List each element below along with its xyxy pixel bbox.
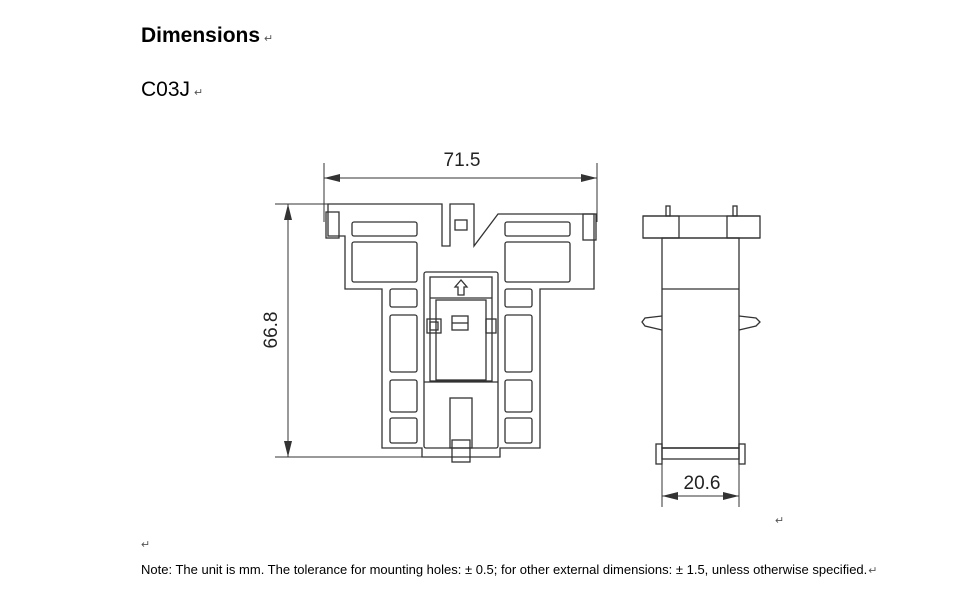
arrowhead-icon — [662, 492, 678, 500]
upper-window-left — [351, 241, 418, 283]
width-dimension: 71.5 — [444, 150, 481, 171]
paragraph-mark-icon: ↵ — [264, 33, 274, 45]
paragraph-mark-icon: ↵ — [141, 539, 151, 551]
side-wing-left — [641, 315, 663, 331]
model-heading: C03J↵ — [141, 78, 203, 102]
front-view-outline — [327, 203, 595, 458]
paragraph-mark-icon: ↵ — [775, 515, 785, 527]
depth-dimension: 20.6 — [684, 473, 721, 494]
arrowhead-icon — [723, 492, 739, 500]
paragraph-mark-icon: ↵ — [194, 87, 204, 99]
upper-window-right — [504, 241, 571, 283]
side-view-top-block-right — [726, 215, 761, 239]
arrowhead-icon — [324, 174, 340, 182]
section-heading: Dimensions↵ — [141, 24, 273, 48]
up-arrow-icon — [453, 279, 469, 296]
left-clip — [325, 211, 340, 239]
side-view-body — [661, 237, 740, 449]
height-dimension: 66.8 — [261, 312, 282, 349]
heading-text: Dimensions — [141, 24, 261, 47]
model-text: C03J — [141, 78, 191, 101]
arrowhead-icon — [284, 204, 292, 220]
arrowhead-icon — [284, 441, 292, 457]
side-view-top-block-left — [642, 215, 680, 239]
side-wing-right — [738, 315, 761, 331]
top-slot-right — [504, 221, 571, 237]
note-text: Note: The unit is mm. The tolerance for … — [141, 562, 878, 577]
top-slot-left — [351, 221, 418, 237]
paragraph-mark-icon: ↵ — [868, 565, 878, 577]
arrowhead-icon — [581, 174, 597, 182]
right-clip — [582, 213, 597, 241]
note-body: Note: The unit is mm. The tolerance for … — [141, 562, 868, 577]
top-center-window — [454, 219, 468, 231]
